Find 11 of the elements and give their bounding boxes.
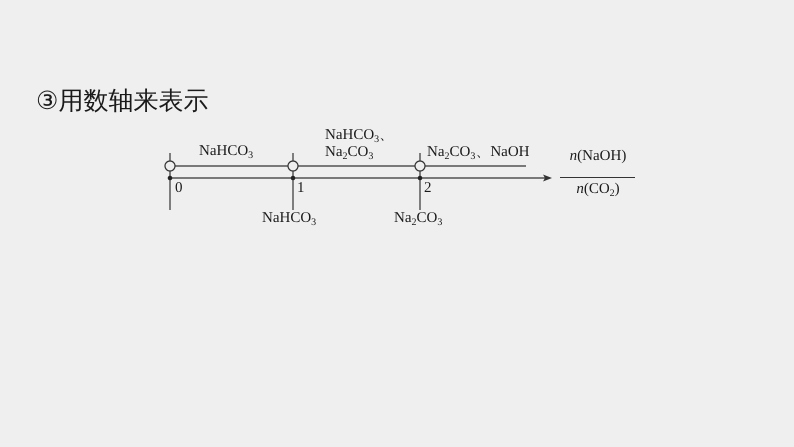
range-label: NaHCO$_{3}$、 Na$_{2}$CO$_{3}$ xyxy=(325,127,396,161)
tick-label: 0 xyxy=(175,180,182,197)
range-label: NaHCO$_{3}$ xyxy=(199,143,254,160)
axis-label: n(NaOH) xyxy=(568,148,628,165)
heading: ③用数轴来表示 xyxy=(36,85,208,117)
point-label: Na$_{2}$CO$_{3}$ xyxy=(394,210,442,227)
tick-label: 2 xyxy=(424,180,432,197)
tick-label: 1 xyxy=(297,180,304,197)
axis-label: n(CO$_{2}$) xyxy=(575,181,621,198)
point-label: NaHCO$_{3}$ xyxy=(262,210,316,227)
range-label: Na$_{2}$CO$_{3}$、NaOH xyxy=(427,144,530,161)
